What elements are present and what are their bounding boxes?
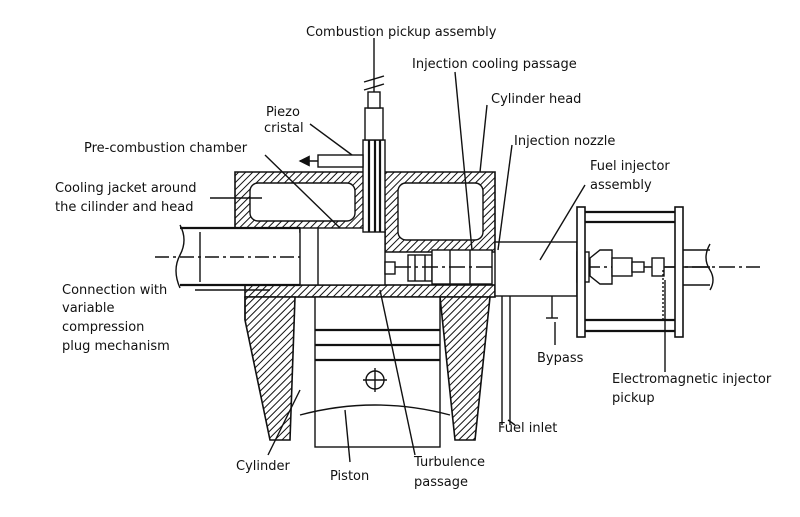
connection-pipe bbox=[155, 224, 300, 289]
label-precombustion: Pre-combustion chamber bbox=[84, 141, 248, 156]
label-fuel-inlet: Fuel inlet bbox=[498, 421, 557, 436]
leader-lines bbox=[195, 38, 666, 463]
label-cylinder: Cylinder bbox=[236, 459, 290, 474]
label-cooling-jacket-1: Cooling jacket around bbox=[55, 181, 197, 196]
label-electromagnetic-1: Electromagnetic injector bbox=[612, 372, 772, 387]
label-piezo-1: Piezo bbox=[266, 105, 300, 120]
label-connection-3: compression bbox=[62, 320, 144, 335]
label-cylinder-head: Cylinder head bbox=[491, 92, 581, 107]
label-combustion-pickup: Combustion pickup assembly bbox=[306, 25, 497, 40]
label-bypass: Bypass bbox=[537, 351, 584, 366]
label-connection-4: plug mechanism bbox=[62, 339, 170, 354]
diagram-labels: Combustion pickup assembly Injection coo… bbox=[55, 25, 772, 490]
piezo-crystal bbox=[298, 154, 364, 168]
label-turbulence-1: Turbulence bbox=[413, 455, 485, 470]
label-connection-1: Connection with bbox=[62, 283, 167, 298]
fuel-pipes bbox=[501, 296, 558, 425]
piston bbox=[299, 296, 451, 448]
fuel-injector-body bbox=[494, 206, 714, 338]
label-connection-2: variable bbox=[62, 301, 114, 316]
label-injection-nozzle: Injection nozzle bbox=[514, 134, 615, 149]
combustion-pickup-assembly bbox=[362, 70, 386, 233]
precombustion-chamber bbox=[299, 227, 386, 286]
label-piezo-2: cristal bbox=[264, 121, 304, 136]
label-fuel-injector-1: Fuel injector bbox=[590, 159, 670, 174]
label-turbulence-2: passage bbox=[414, 475, 468, 490]
cylinder-walls bbox=[244, 296, 491, 441]
label-fuel-injector-2: assembly bbox=[590, 178, 652, 193]
label-piston: Piston bbox=[330, 469, 369, 484]
label-electromagnetic-2: pickup bbox=[612, 391, 655, 406]
label-cooling-jacket-2: the cilinder and head bbox=[55, 200, 193, 215]
label-injection-cooling: Injection cooling passage bbox=[412, 57, 577, 72]
